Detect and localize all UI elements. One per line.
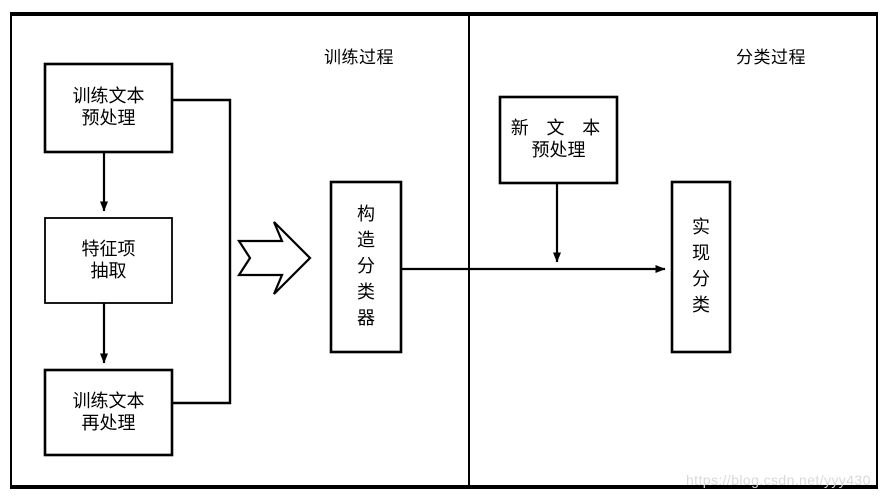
node-box-perform-classification — [670, 180, 732, 354]
panel-title-classification: 分类过程 — [736, 48, 806, 68]
node-char: 类 — [692, 295, 710, 317]
connector-train-to-classifier-block-arrow-icon — [236, 221, 312, 295]
node-box-new-text-preprocess — [498, 95, 619, 185]
node-char: 器 — [357, 308, 375, 330]
node-char: 现 — [692, 242, 710, 264]
watermark-text: https://blog.csdn.net/yyy430 — [686, 472, 871, 488]
node-build-classifier[interactable]: 构 造 分 类 器 — [331, 182, 401, 352]
node-perform-classification[interactable]: 实 现 分 类 — [672, 182, 730, 352]
node-char: 构 — [357, 203, 375, 225]
node-box-build-classifier — [329, 180, 403, 354]
node-char: 分 — [357, 255, 375, 277]
outer-frame — [10, 12, 878, 489]
node-char: 类 — [357, 282, 375, 304]
node-box-feature-extraction — [44, 217, 173, 304]
connector-feedback-loop-icon — [172, 98, 232, 405]
node-box-train-text-reprocess — [43, 368, 174, 457]
node-char: 分 — [692, 269, 710, 290]
node-char: 造 — [357, 229, 375, 251]
node-box-train-text-preprocess — [43, 62, 174, 154]
panel-title-training: 训练过程 — [324, 48, 394, 68]
node-char: 实 — [692, 216, 710, 238]
